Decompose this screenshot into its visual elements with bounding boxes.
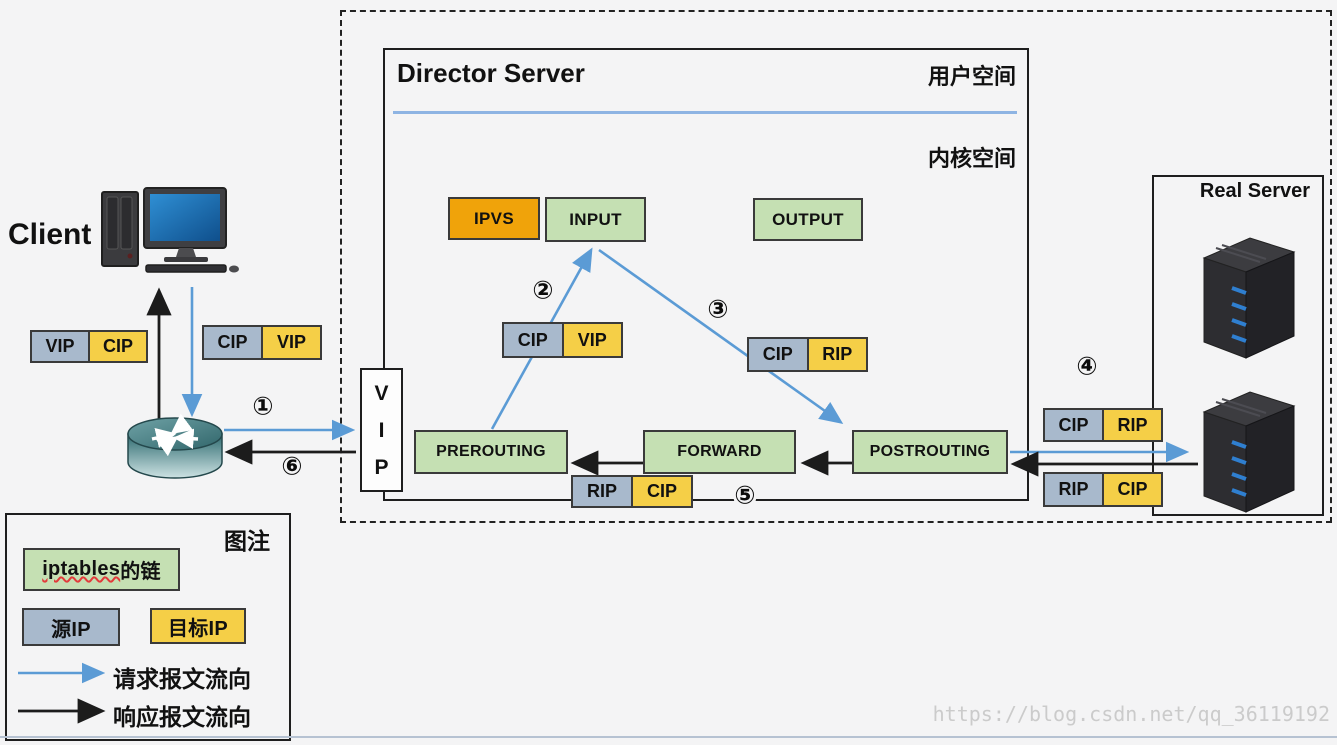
legend-dest-ip-box: 目标IP	[150, 608, 246, 644]
output-chain-box: OUTPUT	[753, 198, 863, 241]
packet-dst: CIP	[633, 477, 691, 506]
legend-chain-word: iptables	[42, 558, 121, 580]
packet-dst: CIP	[1104, 474, 1161, 505]
director-server-title: Director Server	[397, 58, 585, 88]
legend-chain-suffix: 的链	[120, 561, 161, 583]
vip-interface-box: V I P	[360, 368, 403, 492]
real-server-icon-2	[1202, 391, 1296, 513]
real-server-icon-1	[1202, 237, 1296, 359]
watermark-url: https://blog.csdn.net/qq_36119192	[932, 702, 1330, 726]
legend-request-label: 请求报文流向	[113, 666, 251, 692]
legend-source-ip-box: 源IP	[22, 608, 120, 646]
step-2-marker: ②	[531, 276, 555, 305]
vip-letter: V	[374, 381, 389, 405]
packet-box-cip-rip-out: CIP RIP	[1043, 408, 1163, 442]
packet-src: CIP	[204, 327, 263, 358]
packet-src: RIP	[1045, 474, 1104, 505]
step-6-marker: ⑥	[280, 452, 304, 481]
packet-dst: RIP	[1104, 410, 1161, 440]
forward-chain-box: FORWARD	[643, 430, 796, 474]
router-icon	[127, 413, 223, 479]
packet-src: CIP	[749, 339, 809, 370]
client-computer-icon	[101, 187, 239, 273]
packet-box-cip-vip-director: CIP VIP	[502, 322, 623, 358]
ipvs-box: IPVS	[448, 197, 540, 240]
real-server-title: Real Server	[1199, 180, 1310, 202]
real-server-box	[1152, 175, 1324, 516]
vip-letter: I	[378, 418, 385, 442]
packet-box-cip-vip: CIP VIP	[202, 325, 322, 360]
input-chain-box: INPUT	[545, 197, 646, 242]
step-3-marker: ③	[706, 295, 730, 324]
packet-dst: VIP	[263, 327, 320, 358]
packet-src: VIP	[32, 332, 90, 361]
packet-dst: VIP	[563, 324, 621, 356]
packet-dst: RIP	[808, 339, 866, 370]
postrouting-chain-box: POSTROUTING	[852, 430, 1008, 474]
packet-src: CIP	[1045, 410, 1104, 440]
request-flow-arrows	[18, 247, 1190, 684]
bottom-divider-line	[0, 736, 1337, 738]
step-5-marker: ⑤	[733, 481, 757, 510]
user-space-label: 用户空间	[927, 64, 1016, 89]
user-kernel-separator-line	[393, 111, 1017, 114]
legend-response-label: 响应报文流向	[113, 704, 251, 730]
step-1-marker: ①	[251, 392, 275, 421]
packet-box-rip-cip-bottom: RIP CIP	[571, 475, 693, 508]
vip-letter: P	[374, 455, 389, 479]
packet-dst: CIP	[90, 332, 146, 361]
client-label: Client	[8, 218, 92, 251]
kernel-space-label: 内核空间	[927, 146, 1016, 171]
packet-box-rip-cip-return: RIP CIP	[1043, 472, 1163, 507]
legend-title: 图注	[224, 528, 270, 554]
director-outer-dashed-box	[340, 10, 1332, 523]
response-flow-arrows	[18, 287, 1198, 724]
step-4-marker: ④	[1075, 352, 1099, 381]
packet-box-vip-cip: VIP CIP	[30, 330, 148, 363]
packet-src: RIP	[573, 477, 633, 506]
legend-box	[5, 513, 291, 741]
prerouting-chain-box: PREROUTING	[414, 430, 568, 474]
packet-box-cip-rip-director: CIP RIP	[747, 337, 868, 372]
packet-src: CIP	[504, 324, 564, 356]
director-server-box	[383, 48, 1029, 501]
